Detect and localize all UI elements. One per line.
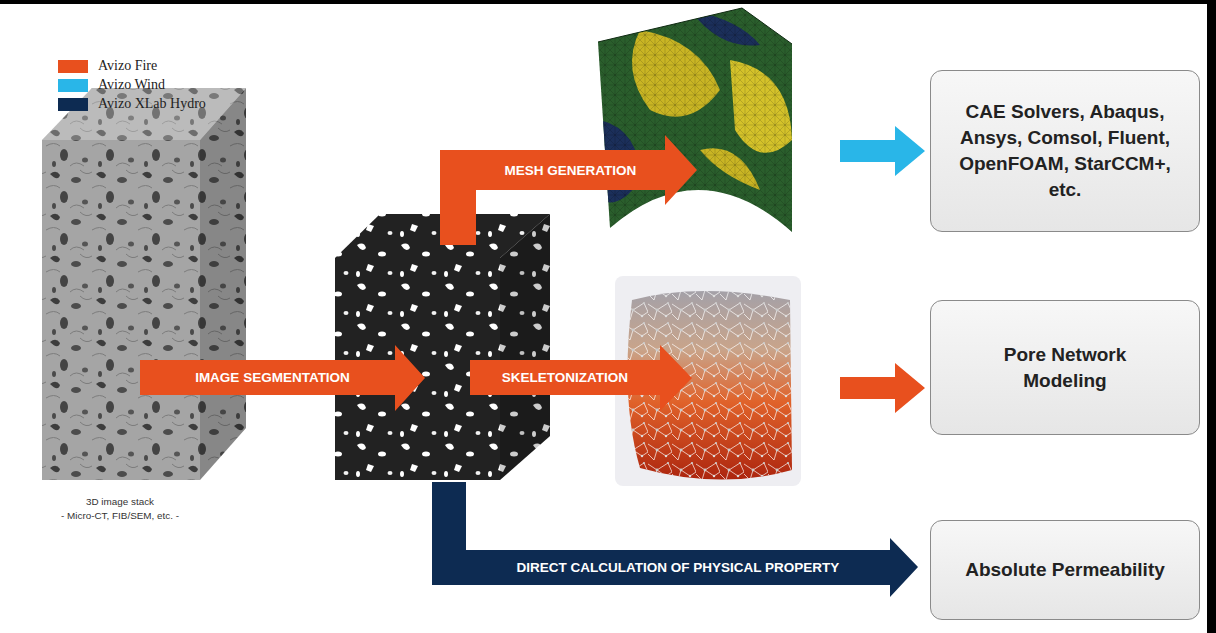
legend-row: Avizo XLab Hydro	[58, 96, 206, 112]
box-content: CAE Solvers, Abaqus, Ansys, Comsol, Flue…	[945, 99, 1185, 203]
legend-row: Avizo Fire	[58, 58, 157, 74]
skeletonization-arrow	[470, 345, 692, 411]
frame-edge	[0, 0, 1216, 4]
segmented-cube	[335, 214, 550, 480]
wind-arrow	[840, 126, 925, 176]
image-stack-cube	[42, 88, 246, 480]
box-content: Absolute Permeability	[965, 557, 1165, 583]
result-box: Pore Network Modeling	[930, 300, 1200, 435]
frame-edge	[1207, 0, 1216, 633]
legend-swatch	[58, 98, 88, 111]
box-text: Pore Network Modeling	[990, 342, 1140, 394]
arrow-label: IMAGE SEGMENTATION	[150, 360, 395, 395]
box-text: Absolute Permeability	[965, 557, 1165, 583]
box-text: CAE Solvers, Abaqus, Ansys, Comsol, Flue…	[945, 99, 1185, 203]
result-box: Absolute Permeability	[930, 520, 1200, 620]
legend-swatch	[58, 79, 88, 92]
legend-text: Avizo Fire	[98, 58, 157, 74]
image-caption: - Micro-CT, FIB/SEM, etc. -	[40, 509, 200, 523]
legend-swatch	[58, 60, 88, 73]
box-content: Pore Network Modeling	[990, 342, 1140, 394]
legend-row: Avizo Wind	[58, 77, 165, 93]
direct-calculation-arrow	[432, 482, 918, 597]
mesh-generation-arrow	[440, 135, 697, 245]
legend-text: Avizo Wind	[98, 77, 165, 93]
fire-arrow	[840, 363, 925, 413]
arrow-label: MESH GENERATION	[476, 150, 665, 190]
arrow-label: DIRECT CALCULATION OF PHYSICAL PROPERTY	[466, 550, 890, 585]
image-caption: 3D image stack	[40, 495, 200, 509]
arrow-label: SKELETONIZATION	[470, 360, 660, 395]
legend-text: Avizo XLab Hydro	[98, 96, 206, 112]
segmentation-arrow	[140, 345, 425, 411]
result-box: CAE Solvers, Abaqus, Ansys, Comsol, Flue…	[930, 70, 1200, 232]
mesh-image	[590, 0, 800, 240]
